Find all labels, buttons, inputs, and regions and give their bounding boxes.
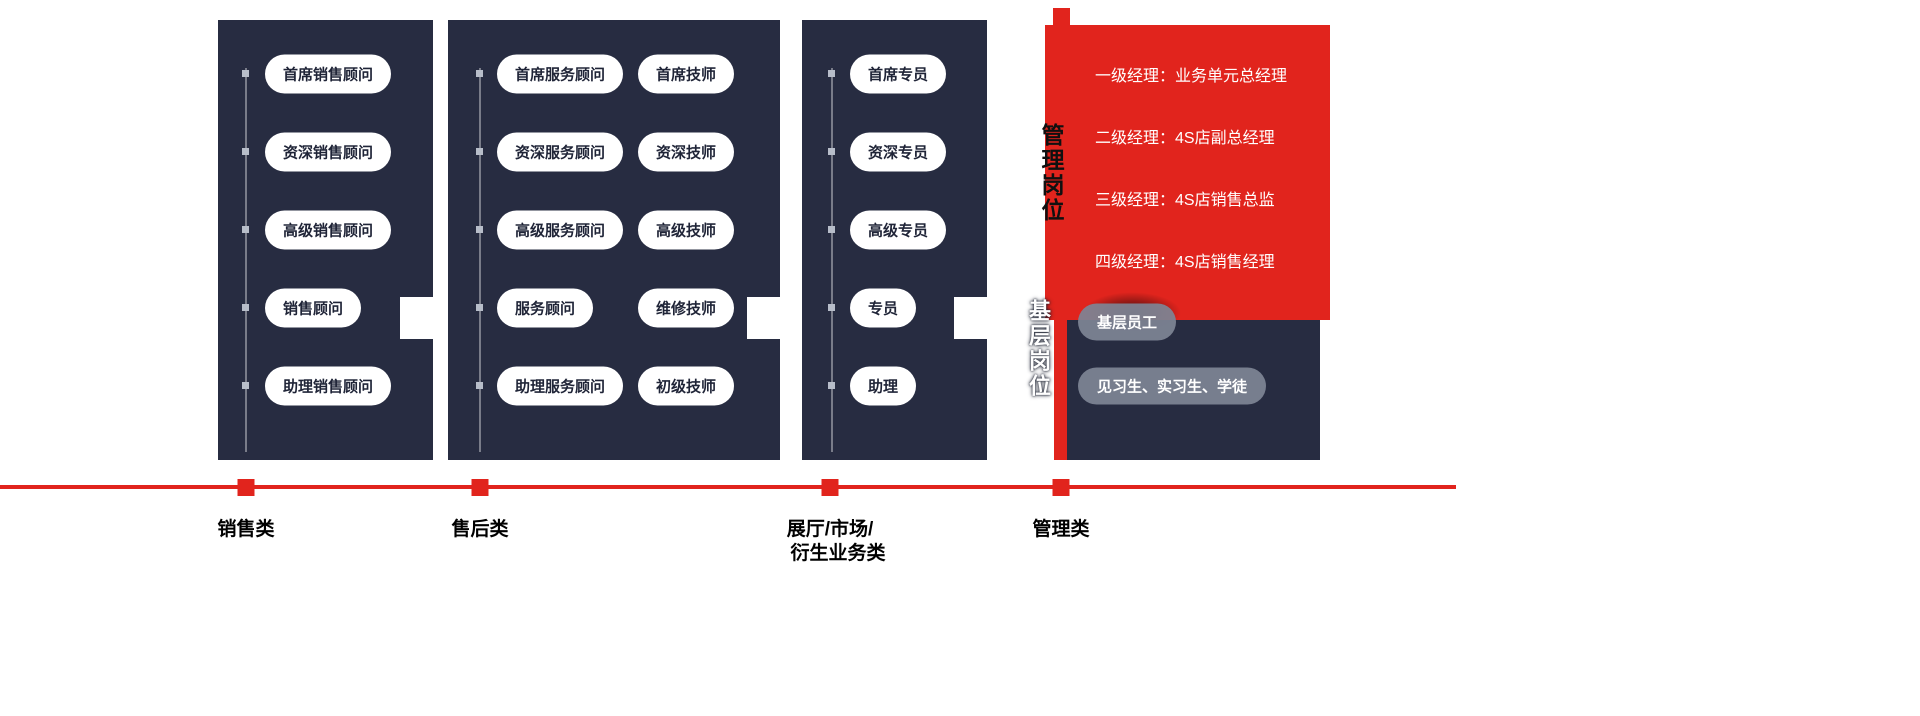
position-pill: 资深技师 [638, 132, 735, 172]
axis-marker [1052, 479, 1070, 496]
grassroots-pill: 见习生、实习生、学徒 [1078, 367, 1267, 405]
ladder-dot [476, 226, 483, 233]
ladder-dot [828, 304, 835, 311]
ladder-dot [476, 304, 483, 311]
ladder-dot [828, 382, 835, 389]
ladder-line [831, 68, 833, 452]
position-pill: 助理销售顾问 [265, 366, 392, 406]
position-pill: 销售顾问 [265, 288, 362, 328]
panel-notch [954, 297, 987, 339]
management-panel: 一级经理：业务单元总经理 二级经理：4S店副总经理 三级经理：4S店销售总监 四… [1045, 25, 1330, 320]
ladder-dot [242, 148, 249, 155]
grassroots-pill: 基层员工 [1078, 303, 1177, 341]
category-axis-line [0, 485, 1456, 489]
ladder-dot [828, 70, 835, 77]
ladder-dot [828, 148, 835, 155]
grassroots-vertical-label: 基层岗位 [1026, 299, 1051, 399]
position-pill: 高级销售顾问 [265, 210, 392, 250]
category-label-functional-line2: 衍生业务类 [790, 543, 886, 564]
ladder-dot [476, 70, 483, 77]
category-label-aftersales: 售后类 [451, 519, 509, 540]
position-pill: 首席技师 [638, 54, 735, 94]
position-pill: 服务顾问 [497, 288, 594, 328]
ladder-line [245, 68, 247, 452]
panel-notch [747, 297, 780, 339]
ladder-dot [242, 382, 249, 389]
ladder-dot [828, 226, 835, 233]
ladder-dot [242, 70, 249, 77]
position-pill: 首席专员 [850, 54, 947, 94]
aftersales-ladder-panel: 首席服务顾问 资深服务顾问 高级服务顾问 服务顾问 助理服务顾问 首席技师 资深… [448, 20, 780, 460]
ladder-dot [476, 382, 483, 389]
ladder-dot [242, 226, 249, 233]
position-pill: 资深销售顾问 [265, 132, 392, 172]
position-pill: 高级服务顾问 [497, 210, 624, 250]
position-pill: 资深专员 [850, 132, 947, 172]
management-level-text: 四级经理：4S店销售经理 [1095, 254, 1275, 271]
position-pill: 助理 [850, 366, 917, 406]
management-level-text: 三级经理：4S店销售总监 [1095, 192, 1275, 209]
category-label-functional-line1: 展厅/市场/ [786, 519, 874, 540]
position-pill: 首席服务顾问 [497, 54, 624, 94]
ladder-line [479, 68, 481, 452]
axis-marker [821, 479, 839, 496]
management-level-text: 一级经理：业务单元总经理 [1095, 68, 1288, 85]
management-level-text: 二级经理：4S店副总经理 [1095, 130, 1275, 147]
position-pill: 资深服务顾问 [497, 132, 624, 172]
position-pill: 助理服务顾问 [497, 366, 624, 406]
position-pill: 初级技师 [638, 366, 735, 406]
specialist-ladder-panel: 首席专员 资深专员 高级专员 专员 助理 [802, 20, 987, 460]
ladder-dot [476, 148, 483, 155]
category-label-management: 管理类 [1032, 519, 1090, 540]
position-pill: 专员 [850, 288, 917, 328]
panel-notch [400, 297, 433, 339]
sales-ladder-panel: 首席销售顾问 资深销售顾问 高级销售顾问 销售顾问 助理销售顾问 [218, 20, 433, 460]
position-pill: 维修技师 [638, 288, 735, 328]
management-vertical-label: 管理岗位 [1038, 123, 1064, 223]
category-label-sales: 销售类 [217, 519, 275, 540]
position-pill: 高级专员 [850, 210, 947, 250]
axis-marker [237, 479, 255, 496]
axis-marker [471, 479, 489, 496]
red-marker-top [1053, 8, 1070, 25]
position-pill: 首席销售顾问 [265, 54, 392, 94]
ladder-dot [242, 304, 249, 311]
position-pill: 高级技师 [638, 210, 735, 250]
